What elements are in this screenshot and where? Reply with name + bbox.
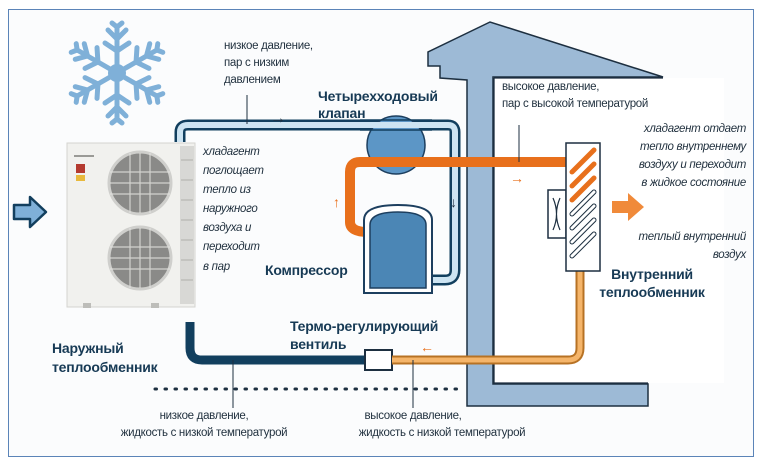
air-in-arrow-icon [12,195,48,229]
label-low-pressure-liquid: низкое давление, жидкость с низкой темпе… [121,410,288,439]
label-indoor-exchanger: Внутренний теплообменник [599,266,706,300]
svg-text:Наружный: Наружный [52,340,124,356]
label-high-pressure-liquid: высокое давление, жидкость с низкой темп… [359,410,526,439]
outdoor-unit [66,142,196,308]
indoor-heat-exchanger [547,142,601,272]
svg-text:теплый внутренний: теплый внутренний [638,231,746,243]
svg-text:в пар: в пар [203,261,231,273]
flow-arrow-up-icon: ↑ [333,194,340,210]
svg-text:Четырехходовый: Четырехходовый [318,88,438,104]
label-high-pressure-vapor: высокое давление, пар с высокой температ… [502,81,648,110]
svg-text:переходит: переходит [203,241,260,253]
svg-text:теплообменник: теплообменник [599,284,706,300]
high-pressure-vapor-pipe [345,157,568,237]
label-refrigerant-releases: хладагент отдает тепло внутреннему возду… [639,123,748,189]
expansion-valve [364,349,393,371]
label-compressor: Компрессор [265,262,348,278]
svg-text:хладагент: хладагент [202,146,260,158]
svg-text:хладагент отдает: хладагент отдает [643,123,747,135]
leader-lines [232,95,520,408]
svg-text:теплообменник: теплообменник [52,359,159,375]
label-refrigerant-absorbs: хладагент поглощает тепло из наружного в… [202,146,265,273]
label-warm-indoor-air: теплый внутренний воздух [638,231,747,261]
low-pressure-liquid-pipe [185,322,365,365]
svg-text:низкое давление,: низкое давление, [160,410,249,422]
svg-text:воздуха и: воздуха и [203,222,252,234]
house-interior [494,78,724,383]
svg-text:низкое давление,: низкое давление, [224,40,313,52]
label-four-way-valve: Четырехходовый клапан [318,88,438,121]
svg-text:высокое давление,: высокое давление, [502,81,599,93]
svg-text:давлением: давлением [224,74,281,86]
svg-text:жидкость с низкой температурой: жидкость с низкой температурой [121,427,288,439]
svg-text:в жидкое состояние: в жидкое состояние [641,177,746,189]
svg-text:поглощает: поглощает [203,165,264,177]
svg-text:пар с низким: пар с низким [224,57,289,69]
svg-text:воздуху и переходит: воздуху и переходит [639,159,747,171]
svg-text:наружного: наружного [203,203,258,215]
house-outline [427,21,724,407]
svg-text:тепло внутреннему: тепло внутреннему [640,141,748,153]
svg-text:вентиль: вентиль [290,336,347,352]
svg-text:воздух: воздух [713,249,748,261]
svg-text:тепло из: тепло из [203,184,252,196]
label-low-pressure-vapor: низкое давление, пар с низким давлением [224,40,313,86]
svg-text:жидкость с низкой температурой: жидкость с низкой температурой [359,427,526,439]
label-outdoor-exchanger: Наружный теплообменник [52,340,159,375]
flow-arrow-right-icon: → [270,110,286,127]
flow-arrow-down-icon: ↓ [450,194,457,210]
house-wall-roof [427,21,664,407]
snowflake-icon [68,20,167,123]
label-expansion-valve: Термо-регулирующий вентиль [290,318,438,352]
flow-arrow-left-icon: ← [420,339,434,355]
svg-text:Термо-регулирующий: Термо-регулирующий [290,318,438,334]
svg-text:пар с высокой температурой: пар с высокой температурой [502,98,648,110]
flow-arrow-right-hot-icon: → [510,170,524,186]
compressor [363,203,433,294]
high-pressure-liquid-pipe [392,270,585,365]
svg-text:Внутренний: Внутренний [611,266,693,282]
house-interior-edge [493,77,663,384]
svg-text:высокое давление,: высокое давление, [364,410,461,422]
svg-text:клапан: клапан [318,105,365,121]
low-pressure-vapor-pipe [174,119,461,286]
heat-out-arrow-icon [612,193,644,221]
